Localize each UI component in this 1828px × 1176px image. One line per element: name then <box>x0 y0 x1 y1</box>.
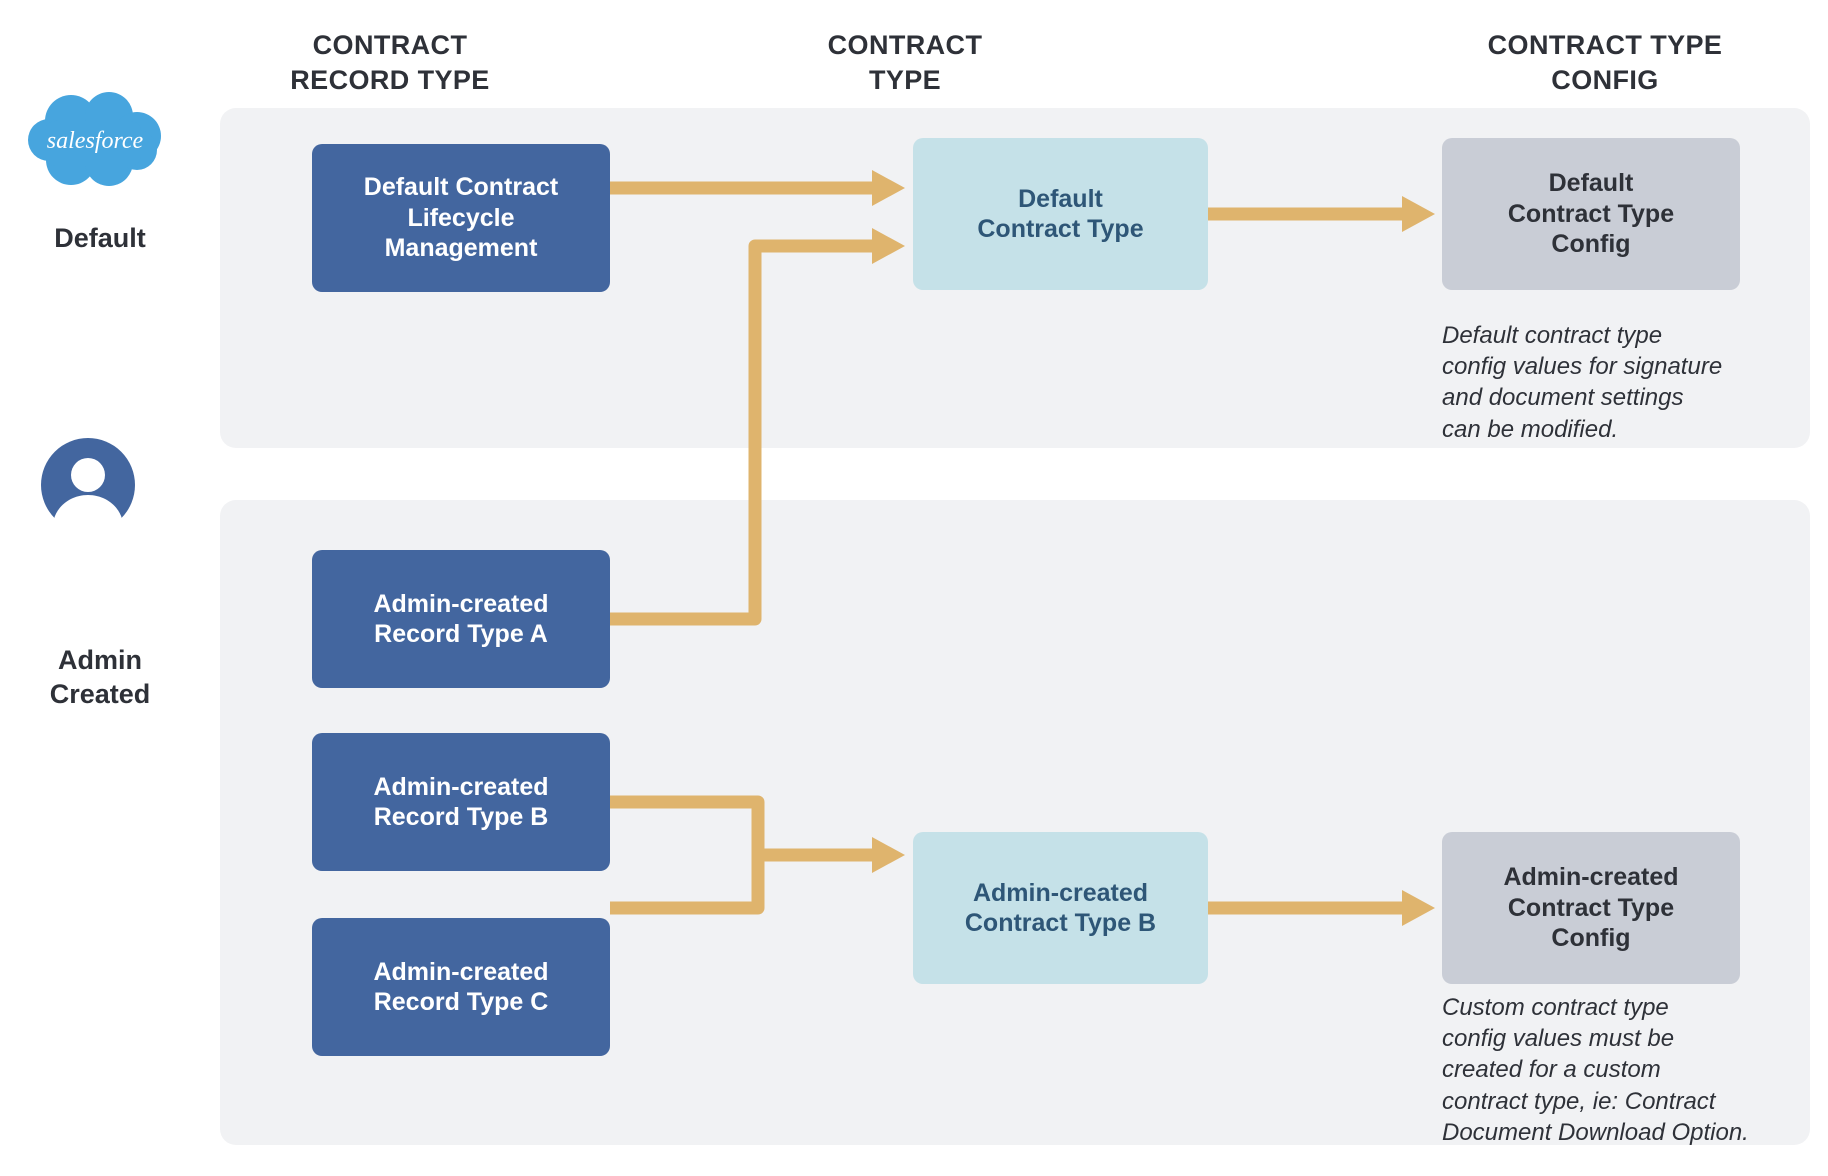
caption-default-contract-type-config: Default contract type config values for … <box>1442 322 1723 443</box>
box-default-contract-type-config[interactable]: Default Contract Type Config <box>1442 138 1740 290</box>
admin-avatar-icon <box>41 438 135 533</box>
column-header-contract-type: CONTRACT TYPE <box>827 30 983 95</box>
column-header-contract-type-config: CONTRACT TYPE CONFIG <box>1487 30 1723 95</box>
box-default-contract-type[interactable]: Default Contract Type <box>913 138 1208 290</box>
caption-admin-contract-type-config: Custom contract type config values must … <box>1442 994 1749 1146</box>
column-header-contract-record-type: CONTRACT RECORD TYPE <box>290 30 490 95</box>
box-default-contract-lifecycle-management[interactable]: Default Contract Lifecycle Management <box>312 144 610 292</box>
rail-label-default: Default <box>54 223 146 253</box>
salesforce-logo-icon: salesforce <box>28 92 161 186</box>
box-admin-created-record-type-c[interactable]: Admin-created Record Type C <box>312 918 610 1056</box>
box-admin-created-record-type-b[interactable]: Admin-created Record Type B <box>312 733 610 871</box>
rail-label-admin-created: Admin Created <box>49 645 151 709</box>
salesforce-wordmark: salesforce <box>47 128 144 154</box>
box-admin-created-contract-type-config[interactable]: Admin-created Contract Type Config <box>1442 832 1740 984</box>
box-admin-created-contract-type-b[interactable]: Admin-created Contract Type B <box>913 832 1208 984</box>
box-admin-created-record-type-a[interactable]: Admin-created Record Type A <box>312 550 610 688</box>
